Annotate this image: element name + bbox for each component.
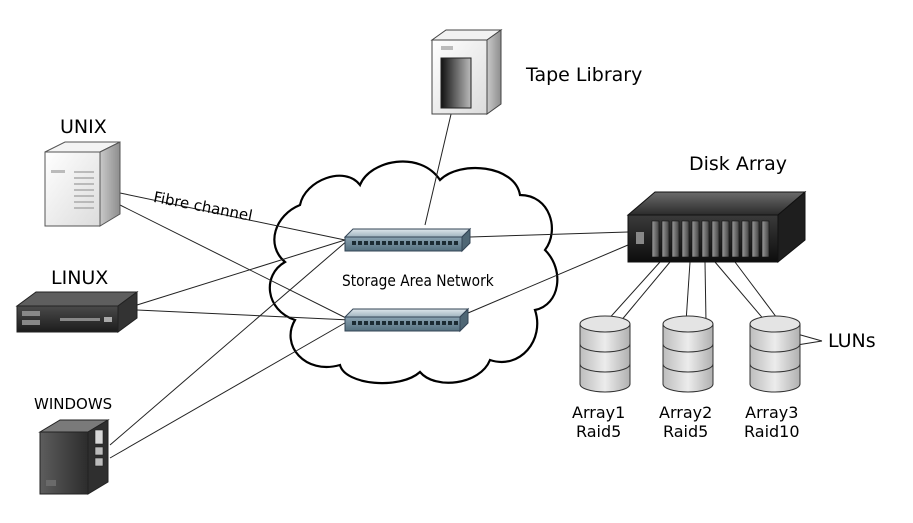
disk-bay: [651, 220, 660, 258]
switch-port: [430, 241, 434, 245]
array2-name: Array2: [659, 403, 713, 422]
unix-server-icon: [44, 141, 121, 227]
array1-label: Array1 Raid5: [572, 403, 625, 441]
san-cloud: [268, 160, 559, 385]
switch-port: [370, 321, 374, 325]
san-switch-1-icon: [343, 227, 472, 253]
switch-port: [412, 241, 416, 245]
disk-bay: [741, 220, 750, 258]
windows-label: WINDOWS: [34, 395, 113, 413]
switch-port: [424, 321, 428, 325]
switch-port: [406, 241, 410, 245]
storage-area-network-label: Storage Area Network: [342, 271, 494, 290]
switch-port: [388, 241, 392, 245]
san-switch-2-icon: [343, 307, 470, 333]
switch-port: [400, 241, 404, 245]
switch-port: [388, 321, 392, 325]
switch-port: [382, 241, 386, 245]
switch-port: [418, 241, 422, 245]
disk-array-label: Disk Array: [689, 153, 788, 175]
switch-port: [454, 321, 458, 325]
switch-port: [376, 241, 380, 245]
disk-bay: [761, 220, 770, 258]
raid-array-3-icon: [749, 315, 801, 393]
switch-port: [376, 321, 380, 325]
switch-port: [364, 321, 368, 325]
disk-bay: [711, 220, 720, 258]
array3-name: Array3: [745, 403, 799, 422]
switch-port: [364, 241, 368, 245]
windows-pc-icon: [38, 419, 110, 495]
unix-label: UNIX: [60, 116, 107, 138]
switch-port: [394, 241, 398, 245]
disk-array-icon: [626, 190, 807, 264]
switch-port: [424, 241, 428, 245]
switch-port: [442, 241, 446, 245]
disk-bay: [691, 220, 700, 258]
switch-port: [418, 321, 422, 325]
luns-label: LUNs: [828, 330, 876, 352]
array1-name: Array1: [572, 403, 626, 422]
array3-raid: Raid10: [744, 422, 800, 442]
switch-port: [406, 321, 410, 325]
switch-port: [436, 241, 440, 245]
disk-bay: [701, 220, 710, 258]
switch-port: [358, 321, 362, 325]
switch-port: [394, 321, 398, 325]
switch-port: [382, 321, 386, 325]
raid-array-1-icon: [579, 315, 631, 393]
switch-port: [448, 321, 452, 325]
connection-lines: [109, 109, 823, 459]
disk-bay: [671, 220, 680, 258]
switch-port: [400, 321, 404, 325]
linux-label: LINUX: [51, 267, 109, 289]
switch-port: [352, 321, 356, 325]
disk-bay: [681, 220, 690, 258]
switch-port: [358, 241, 362, 245]
array3-label: Array3 Raid10: [744, 403, 800, 441]
array2-label: Array2 Raid5: [659, 403, 712, 441]
array2-raid: Raid5: [662, 422, 709, 442]
switch-port: [454, 241, 458, 245]
switch-port: [352, 241, 356, 245]
disk-bay: [751, 220, 760, 258]
switch-port: [430, 321, 434, 325]
tape-library-icon: [430, 29, 503, 115]
disk-bay: [731, 220, 740, 258]
switch-port: [370, 241, 374, 245]
switch-port: [448, 241, 452, 245]
disk-bay: [721, 220, 730, 258]
array1-raid: Raid5: [575, 422, 622, 442]
tape-library-label: Tape Library: [526, 64, 643, 86]
switch-port: [442, 321, 446, 325]
switch-port: [436, 321, 440, 325]
disk-bay: [661, 220, 670, 258]
linux-server-icon: [15, 291, 139, 333]
switch-port: [412, 321, 416, 325]
raid-array-2-icon: [662, 315, 714, 393]
